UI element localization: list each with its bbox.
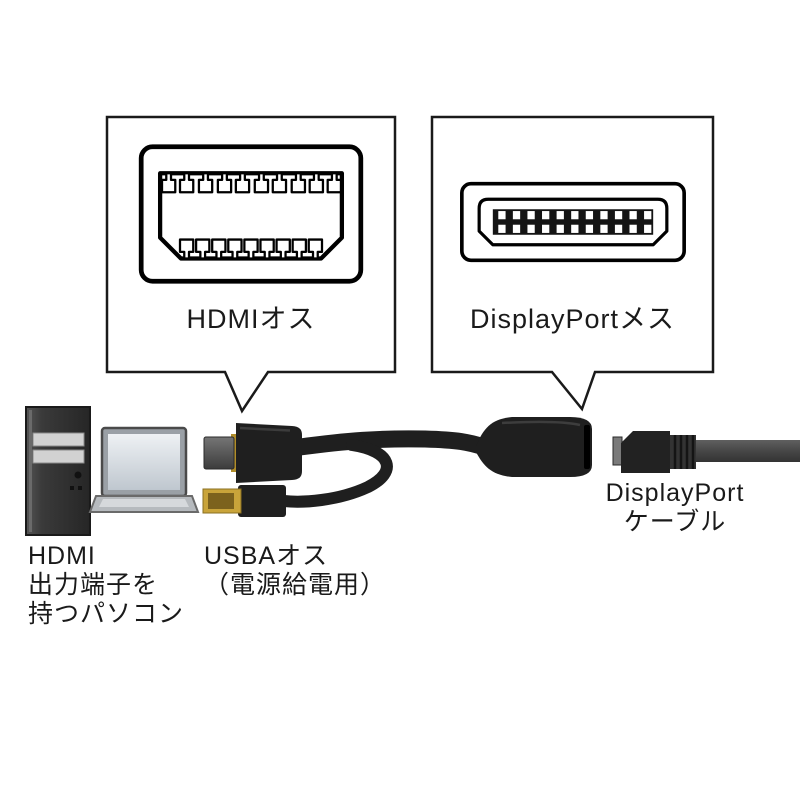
adapter-cable-illustration	[25, 406, 800, 536]
displayport-callout: DisplayPortメス	[430, 115, 715, 415]
dp-cable-plug-icon	[612, 431, 800, 473]
dp-female-adapter-icon	[476, 417, 592, 477]
displayport-female-connector-icon	[460, 181, 686, 263]
displayport-callout-label: DisplayPortメス	[469, 304, 676, 334]
pc-label: HDMI 出力端子を 持つパソコン	[28, 542, 185, 628]
hdmi-plug-icon	[203, 423, 302, 483]
hdmi-callout: HDMIオス	[105, 115, 397, 415]
hdmi-callout-label: HDMIオス	[186, 304, 316, 334]
usb-a-plug-icon	[202, 485, 286, 517]
usb-label: USBAオス （電源給電用）	[204, 542, 387, 599]
callout-pointer	[430, 115, 715, 412]
main-cable	[291, 430, 493, 456]
usb-branch-cable	[278, 439, 393, 508]
pc-tower-icon	[25, 406, 91, 536]
dp-cable-label: DisplayPort ケーブル	[605, 479, 745, 536]
hdmi-male-connector-icon	[138, 144, 364, 284]
displayport-callout-bubble	[430, 115, 715, 412]
laptop-icon	[88, 426, 200, 513]
